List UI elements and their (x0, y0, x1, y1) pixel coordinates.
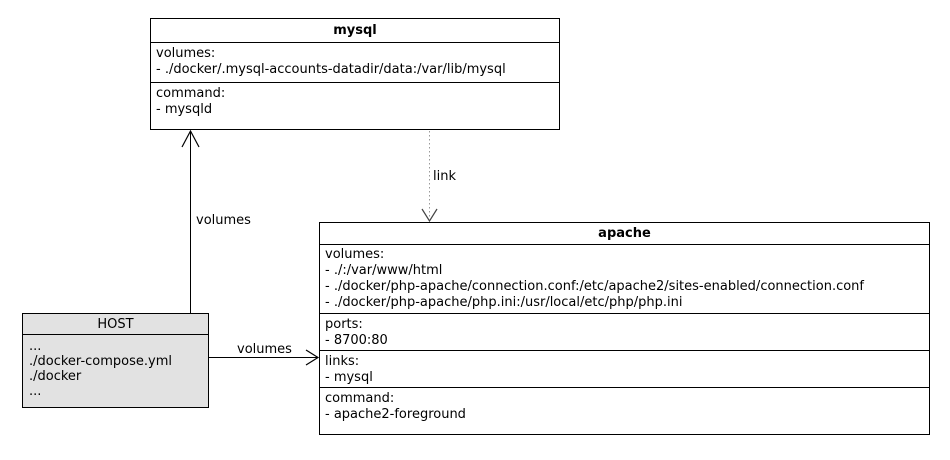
arrowhead-right-icon (305, 349, 320, 366)
apache-command-section: command: - apache2-foreground (320, 388, 929, 434)
section-item: - ./docker/.mysql-accounts-datadir/data:… (156, 62, 506, 77)
section-item: - ./docker/php-apache/php.ini:/usr/local… (325, 295, 683, 310)
apache-volumes-section: volumes: - ./:/var/www/html - ./docker/p… (320, 245, 929, 314)
mysql-volumes-section: volumes: - ./docker/.mysql-accounts-data… (151, 43, 559, 83)
host-body: ... ./docker-compose.yml ./docker ... (23, 335, 208, 407)
section-item: - mysql (325, 370, 373, 385)
arrowhead-up-icon (181, 129, 200, 148)
apache-node-title: apache (320, 223, 929, 245)
mysql-service-node: mysql volumes: - ./docker/.mysql-account… (150, 18, 560, 130)
host-line: ./docker (29, 369, 82, 384)
apache-ports-section: ports: - 8700:80 (320, 314, 929, 351)
section-item: - ./docker/php-apache/connection.conf:/e… (325, 279, 864, 294)
edge-label-volumes-host-mysql: volumes (196, 213, 251, 228)
section-item: - 8700:80 (325, 333, 388, 348)
section-label: volumes: (325, 247, 385, 262)
mysql-command-section: command: - mysqld (151, 83, 559, 129)
section-item: - apache2-foreground (325, 407, 466, 422)
edge-label-link: link (433, 169, 456, 184)
host-line: ... (29, 339, 42, 354)
host-line: ... (29, 384, 42, 399)
section-label: command: (156, 86, 226, 101)
mysql-node-title: mysql (151, 19, 559, 43)
apache-links-section: links: - mysql (320, 351, 929, 388)
arrowhead-down-icon (421, 208, 438, 223)
host-line: ./docker-compose.yml (29, 354, 172, 369)
section-label: command: (325, 391, 395, 406)
edge-label-volumes-host-apache: volumes (237, 342, 292, 357)
section-label: ports: (325, 317, 363, 332)
apache-service-node: apache volumes: - ./:/var/www/html - ./d… (319, 222, 930, 435)
host-node-title: HOST (23, 314, 208, 335)
section-label: volumes: (156, 46, 216, 61)
section-item: - mysqld (156, 102, 213, 117)
section-item: - ./:/var/www/html (325, 263, 443, 278)
section-label: links: (325, 354, 360, 369)
host-node: HOST ... ./docker-compose.yml ./docker .… (22, 313, 209, 408)
